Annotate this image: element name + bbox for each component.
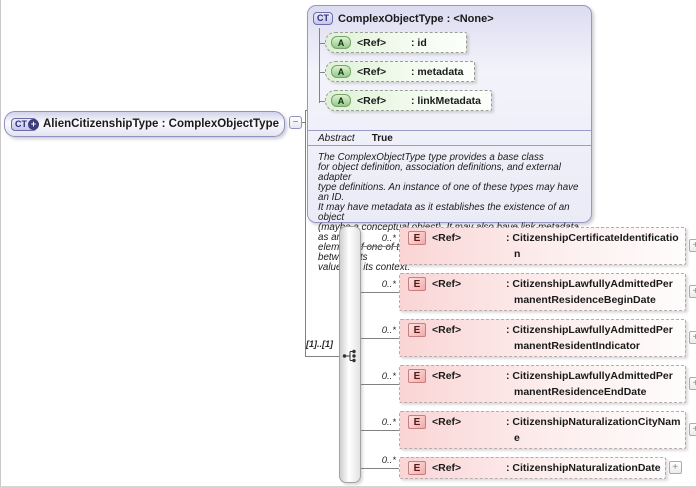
element-name: : CitizenshipCertificateIdentification — [506, 232, 679, 260]
element-row[interactable]: 0..* E <Ref> : CitizenshipLawfullyAdmitt… — [361, 273, 696, 311]
root-type-label: AlienCitizenshipType : ComplexObjectType — [43, 118, 279, 130]
type-documentation: The ComplexObjectType type provides a ba… — [318, 152, 582, 273]
expand-button[interactable]: + — [689, 239, 696, 252]
facet-value: True — [371, 132, 393, 144]
element-row[interactable]: 0..* E <Ref> : CitizenshipLawfullyAdmitt… — [361, 365, 696, 403]
element-icon: E — [408, 277, 426, 291]
abstract-facet-row: Abstract True — [308, 130, 591, 146]
expand-button[interactable]: + — [689, 285, 696, 298]
facet-label: Abstract — [318, 132, 355, 144]
element-name: : CitizenshipNaturalizationDate — [506, 462, 661, 474]
connector-line — [305, 356, 340, 357]
attribute-name: : id — [411, 36, 427, 49]
attribute-ref: <Ref> — [357, 36, 387, 49]
attribute-ref: <Ref> — [357, 94, 387, 107]
base-type-box[interactable]: CT ComplexObjectType : <None> A <Ref> : … — [307, 5, 592, 273]
attribute-row[interactable]: A <Ref> : linkMetadata — [318, 90, 493, 111]
element-ref: <Ref> — [432, 324, 462, 336]
expand-button[interactable]: + — [689, 331, 696, 344]
connector-line — [319, 28, 320, 103]
occurs-label: 0..* — [381, 233, 396, 244]
element-name: : CitizenshipLawfullyAdmittedPermanentRe… — [506, 370, 673, 398]
complex-type-icon: CT+ — [11, 117, 39, 131]
expand-button[interactable]: + — [689, 423, 696, 436]
element-name: : CitizenshipLawfullyAdmittedPermanentRe… — [506, 324, 673, 352]
attribute-row[interactable]: A <Ref> : id — [319, 32, 467, 53]
element-ref: <Ref> — [432, 232, 462, 244]
element-row[interactable]: 0..* E <Ref> : CitizenshipNaturalization… — [361, 411, 696, 449]
occurs-label: 0..* — [381, 325, 396, 336]
derived-plus-icon: + — [28, 118, 39, 130]
complex-type-icon: CT — [313, 12, 333, 25]
element-row[interactable]: 0..* E <Ref> : CitizenshipLawfullyAdmitt… — [361, 319, 696, 357]
connector-line — [305, 110, 308, 111]
root-type-box[interactable]: CT+ AlienCitizenshipType : ComplexObject… — [4, 111, 285, 137]
collapse-toggle[interactable]: − — [289, 116, 302, 129]
base-type-header: CT ComplexObjectType : <None> — [308, 6, 591, 25]
element-icon: E — [408, 369, 426, 383]
element-row[interactable]: 0..* E <Ref> : CitizenshipNaturalization… — [361, 455, 682, 479]
element-ref: <Ref> — [432, 416, 462, 428]
element-ref: <Ref> — [432, 370, 462, 382]
element-row[interactable]: 0..* E <Ref> : CitizenshipCertificateIde… — [361, 227, 696, 265]
attribute-icon: A — [331, 65, 351, 78]
occurs-label: 0..* — [381, 279, 396, 290]
element-icon: E — [408, 415, 426, 429]
cardinality-label: [1]..[1] — [306, 339, 333, 349]
attribute-name: : metadata — [411, 65, 464, 78]
element-list: 0..* E <Ref> : CitizenshipCertificateIde… — [358, 227, 696, 486]
occurs-label: 0..* — [381, 417, 396, 428]
base-type-title: ComplexObjectType : <None> — [338, 12, 494, 25]
element-name: : CitizenshipLawfullyAdmittedPermanentRe… — [506, 278, 673, 306]
element-ref: <Ref> — [432, 278, 462, 290]
occurs-label: 0..* — [381, 455, 396, 466]
attribute-row[interactable]: A <Ref> : metadata — [319, 61, 475, 82]
expand-button[interactable]: + — [668, 461, 682, 474]
attribute-name: : linkMetadata — [411, 94, 482, 107]
attribute-ref: <Ref> — [357, 65, 387, 78]
sequence-compositor[interactable] — [339, 226, 361, 483]
attribute-icon: A — [331, 36, 351, 49]
element-ref: <Ref> — [432, 462, 462, 474]
sequence-icon — [342, 349, 356, 363]
attribute-icon: A — [331, 94, 351, 107]
connector-line — [305, 110, 306, 357]
element-icon: E — [408, 323, 426, 337]
element-icon: E — [408, 231, 426, 245]
occurs-label: 0..* — [381, 371, 396, 382]
connector-line — [302, 122, 306, 123]
expand-button[interactable]: + — [689, 377, 696, 390]
occurs-label: 0..* — [358, 485, 396, 486]
element-name: : CitizenshipNaturalizationCityName — [506, 416, 681, 444]
element-icon: E — [408, 461, 426, 475]
